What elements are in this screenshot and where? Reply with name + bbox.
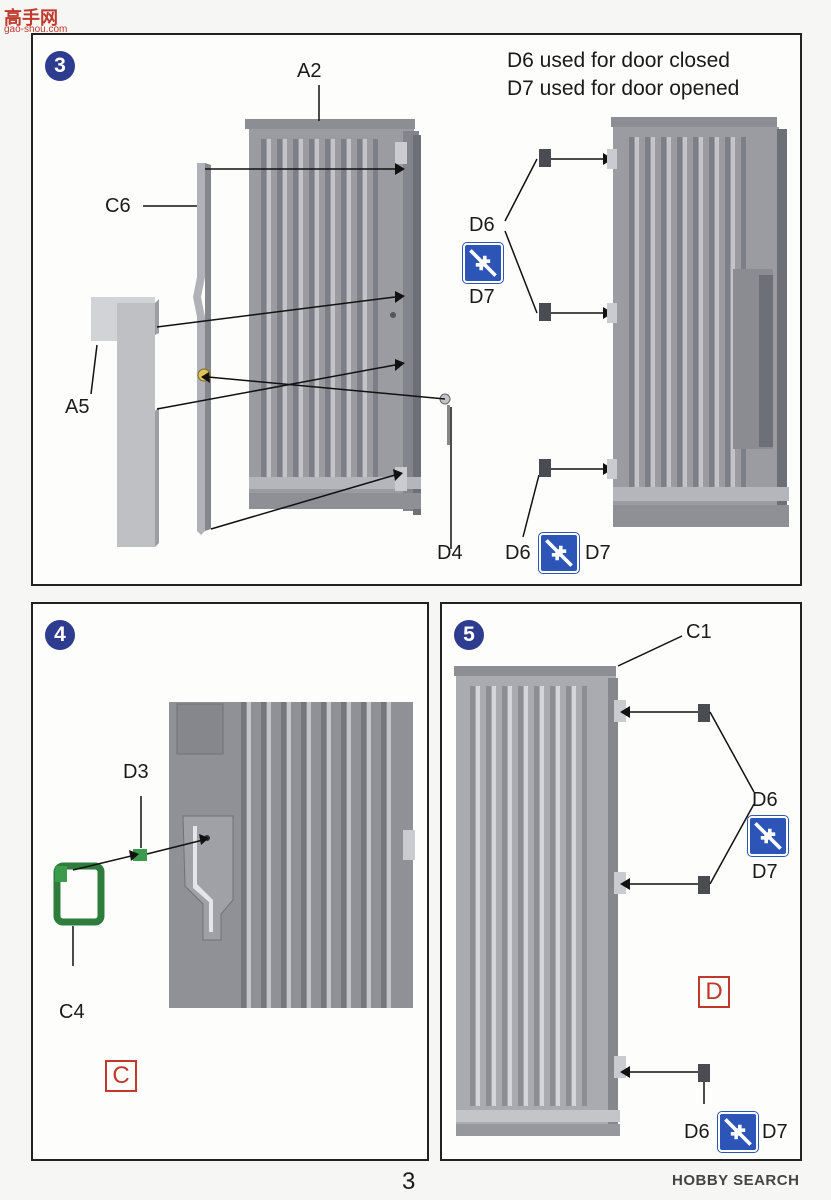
handle-c4-illustration — [53, 862, 105, 926]
swap-arrows-icon — [748, 816, 788, 856]
door-closeup-illustration — [169, 702, 415, 1008]
section-letter-badge: C — [105, 1060, 137, 1092]
door-c1-illustration — [454, 666, 626, 1136]
step-3-note-opened: D7 used for door opened — [507, 77, 740, 100]
door-a2-illustration — [245, 119, 421, 515]
part-label-d4: D4 — [437, 542, 463, 564]
step-4-panel: 4 D3 C4 C — [31, 602, 429, 1161]
step-5-panel: 5 C1 D6 D7 D D6 D7 — [440, 602, 802, 1161]
part-label-c6: C6 — [105, 195, 131, 217]
pillar-a5-illustration — [91, 297, 159, 547]
part-label-d6: D6 — [752, 789, 778, 811]
part-label-d3: D3 — [123, 761, 149, 783]
door-right-illustration — [607, 117, 789, 527]
part-label-d6-bottom: D6 — [684, 1121, 710, 1143]
part-label-d7-bottom: D7 — [762, 1121, 788, 1143]
step-number-badge: 4 — [45, 620, 75, 650]
section-letter-badge: D — [698, 976, 730, 1008]
step-number-badge: 3 — [45, 51, 75, 81]
part-label-a5: A5 — [65, 396, 90, 418]
part-label-d7: D7 — [752, 861, 778, 883]
rail-c6-illustration — [193, 163, 211, 535]
step-3-panel: 3 D6 used for door closed D7 used for do… — [31, 33, 802, 586]
site-logo: 高手网 — [4, 8, 58, 28]
step-3-note-closed: D6 used for door closed — [507, 49, 730, 72]
step-number-badge: 5 — [454, 620, 484, 650]
swap-arrows-icon — [463, 243, 503, 283]
step-5-illustration — [454, 635, 755, 1136]
part-label-d7: D7 — [469, 286, 495, 308]
pin-d3-illustration — [133, 849, 147, 861]
step-4-illustration — [53, 702, 415, 1008]
page-number: 3 — [402, 1168, 416, 1195]
swap-arrows-icon — [718, 1112, 758, 1152]
part-label-d6-bottom: D6 — [505, 542, 531, 564]
part-label-a2: A2 — [297, 60, 322, 82]
site-url: gao-shou.com — [4, 24, 68, 35]
swap-arrows-icon — [539, 533, 579, 573]
part-label-c1: C1 — [686, 621, 712, 643]
part-label-c4: C4 — [59, 1001, 85, 1023]
part-d4-illustration — [439, 393, 451, 445]
part-label-d7-bottom: D7 — [585, 542, 611, 564]
part-label-d6: D6 — [469, 214, 495, 236]
hobby-search-logo: HOBBY SEARCH — [672, 1172, 800, 1189]
step-3-illustration — [90, 85, 789, 549]
